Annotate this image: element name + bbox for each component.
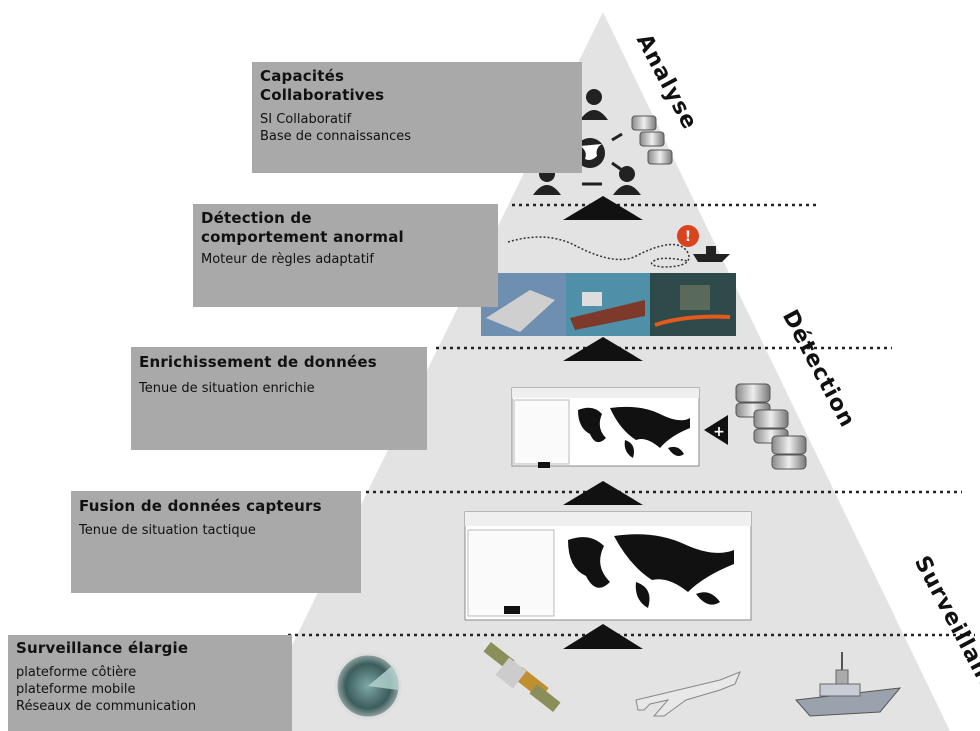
pyramid-body — [250, 12, 950, 731]
ship-icon-sensor — [794, 652, 902, 717]
anomaly-icons: ! — [507, 225, 730, 268]
aircraft-icon — [635, 671, 741, 717]
level-surveillance-box: Surveillance élargie plateforme côtière … — [8, 635, 292, 731]
level-subtitle: plateforme côtière — [16, 665, 137, 680]
level-separators — [288, 203, 975, 637]
level-subtitle: Moteur de règles adaptatif — [201, 252, 374, 267]
level-subtitle: Tenue de situation tactique — [79, 523, 256, 538]
level-enrichment-box: Enrichissement de données Tenue de situa… — [131, 347, 427, 450]
photo-strip — [481, 273, 736, 336]
user-icon — [613, 166, 641, 195]
level-fusion-box: Fusion de données capteurs Tenue de situ… — [71, 491, 361, 593]
database-icon-enrich — [735, 383, 807, 470]
warning-icon: ! — [677, 225, 699, 247]
level-subtitle: SI Collaboratif — [260, 112, 352, 127]
ship-icon — [693, 246, 730, 262]
radar-icon — [334, 652, 402, 720]
level-title: Fusion de données capteurs — [79, 497, 322, 515]
level-title: Enrichissement de données — [139, 353, 377, 371]
svg-text:!: ! — [685, 229, 691, 245]
database-icon — [631, 115, 673, 165]
map-app-screenshot-enrich — [511, 387, 700, 468]
level-subtitle: Réseaux de communication — [16, 699, 197, 714]
globe-icon — [575, 138, 605, 168]
level-title: Capacités Collaboratives — [260, 67, 385, 104]
track-path-icon — [507, 236, 690, 268]
map-app-screenshot-fusion — [464, 511, 752, 621]
level-subtitle: Tenue de situation enrichie — [139, 381, 315, 396]
level-collaboration-box: Capacités Collaboratives SI Collaboratif… — [252, 62, 582, 173]
level-subtitle: plateforme mobile — [16, 682, 136, 697]
satellite-icon — [483, 642, 561, 712]
user-icon — [580, 89, 608, 120]
svg-text:+: + — [713, 424, 725, 440]
level-anomaly-box: Détection de comportement anormal Moteur… — [193, 204, 498, 307]
level-arrows — [563, 196, 643, 649]
level-title: Détection de comportement anormal — [201, 209, 404, 246]
plus-icon: + — [704, 415, 728, 445]
level-subtitle: Base de connaissances — [260, 129, 411, 144]
level-title: Surveillance élargie — [16, 639, 189, 657]
